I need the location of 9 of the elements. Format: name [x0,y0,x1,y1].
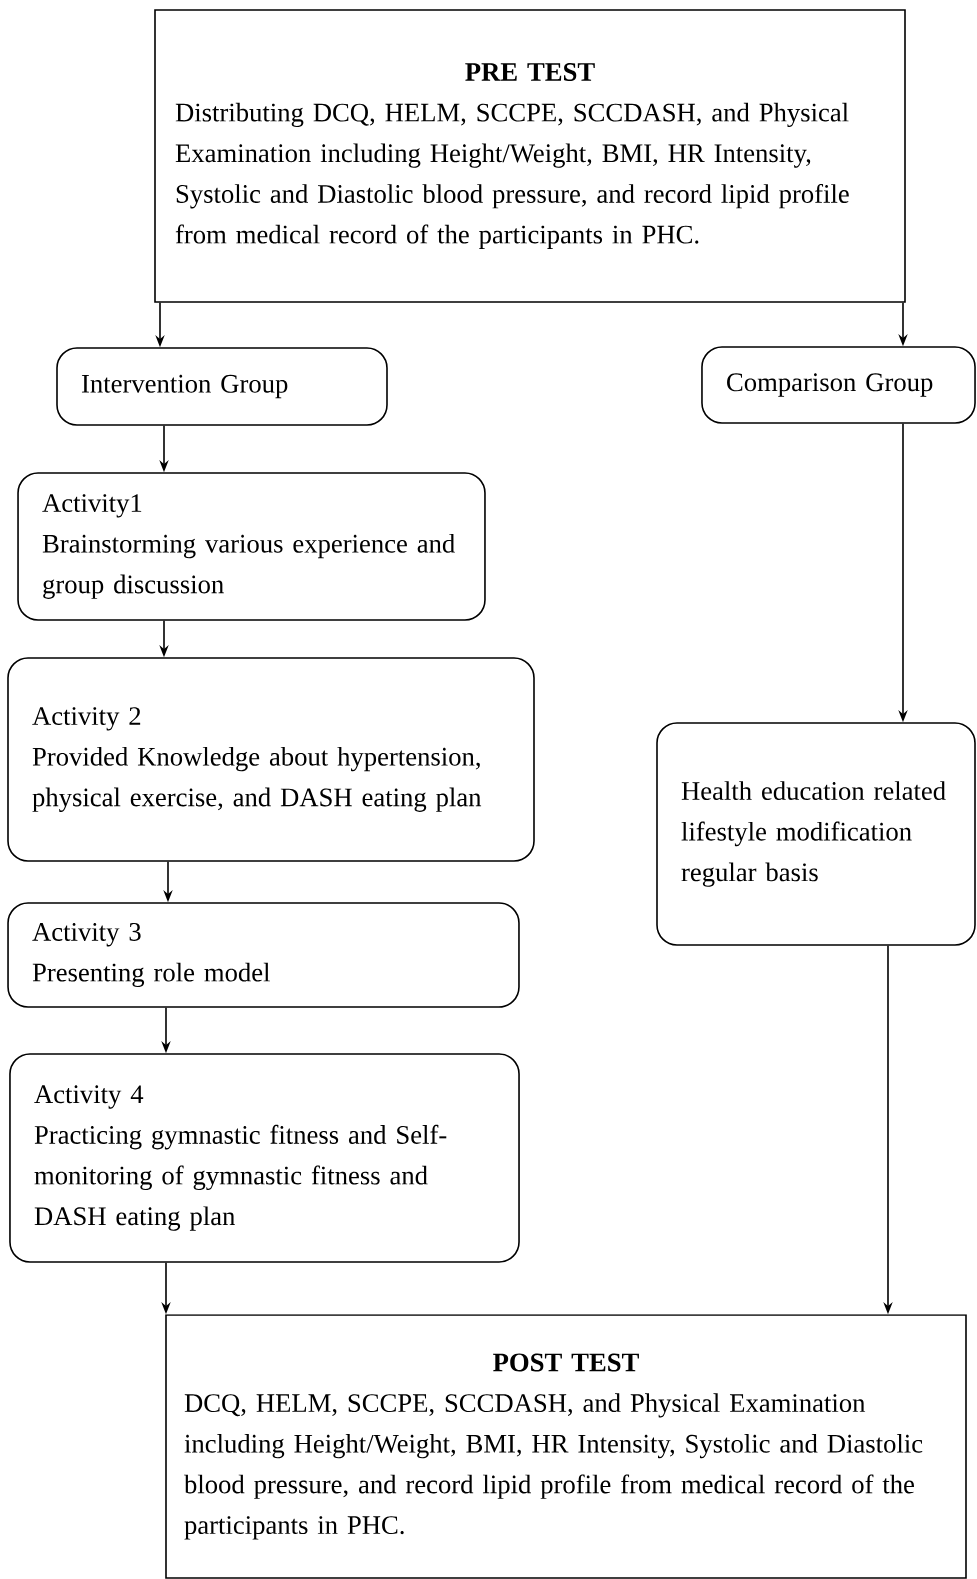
process-box: Activity 2 Provided Knowledge about hypertension, physical exercise, and DASH eating plan [7,657,535,862]
process-box: Comparison Group [701,346,976,424]
test-box: POST TEST DCQ, HELM, SCCPE, SCCDASH, and Physical Examination including Height/Weight, BMI, HR Intensity, Systolic and Diastolic blood pressure, and record lipid profile from medical record of the participants in PHC. [165,1314,967,1579]
test-box: PRE TEST Distributing DCQ, HELM, SCCPE, SCCDASH, and Physical Examination including Height/Weight, BMI, HR Intensity, Systolic and Diastolic blood pressure, and record lipid profile from medical record of the participants in PHC. [154,9,906,303]
process-box: Health education related lifestyle modification regular basis [656,722,976,946]
process-box: Intervention Group [56,347,388,426]
process-box: Activity 3 Presenting role model [7,902,520,1008]
process-box: Activity 4 Practicing gymnastic fitness and Self-monitoring of gymnastic fitness and DASH eating plan [9,1053,520,1263]
process-box: Activity1 Brainstorming various experience and group discussion [17,472,486,621]
